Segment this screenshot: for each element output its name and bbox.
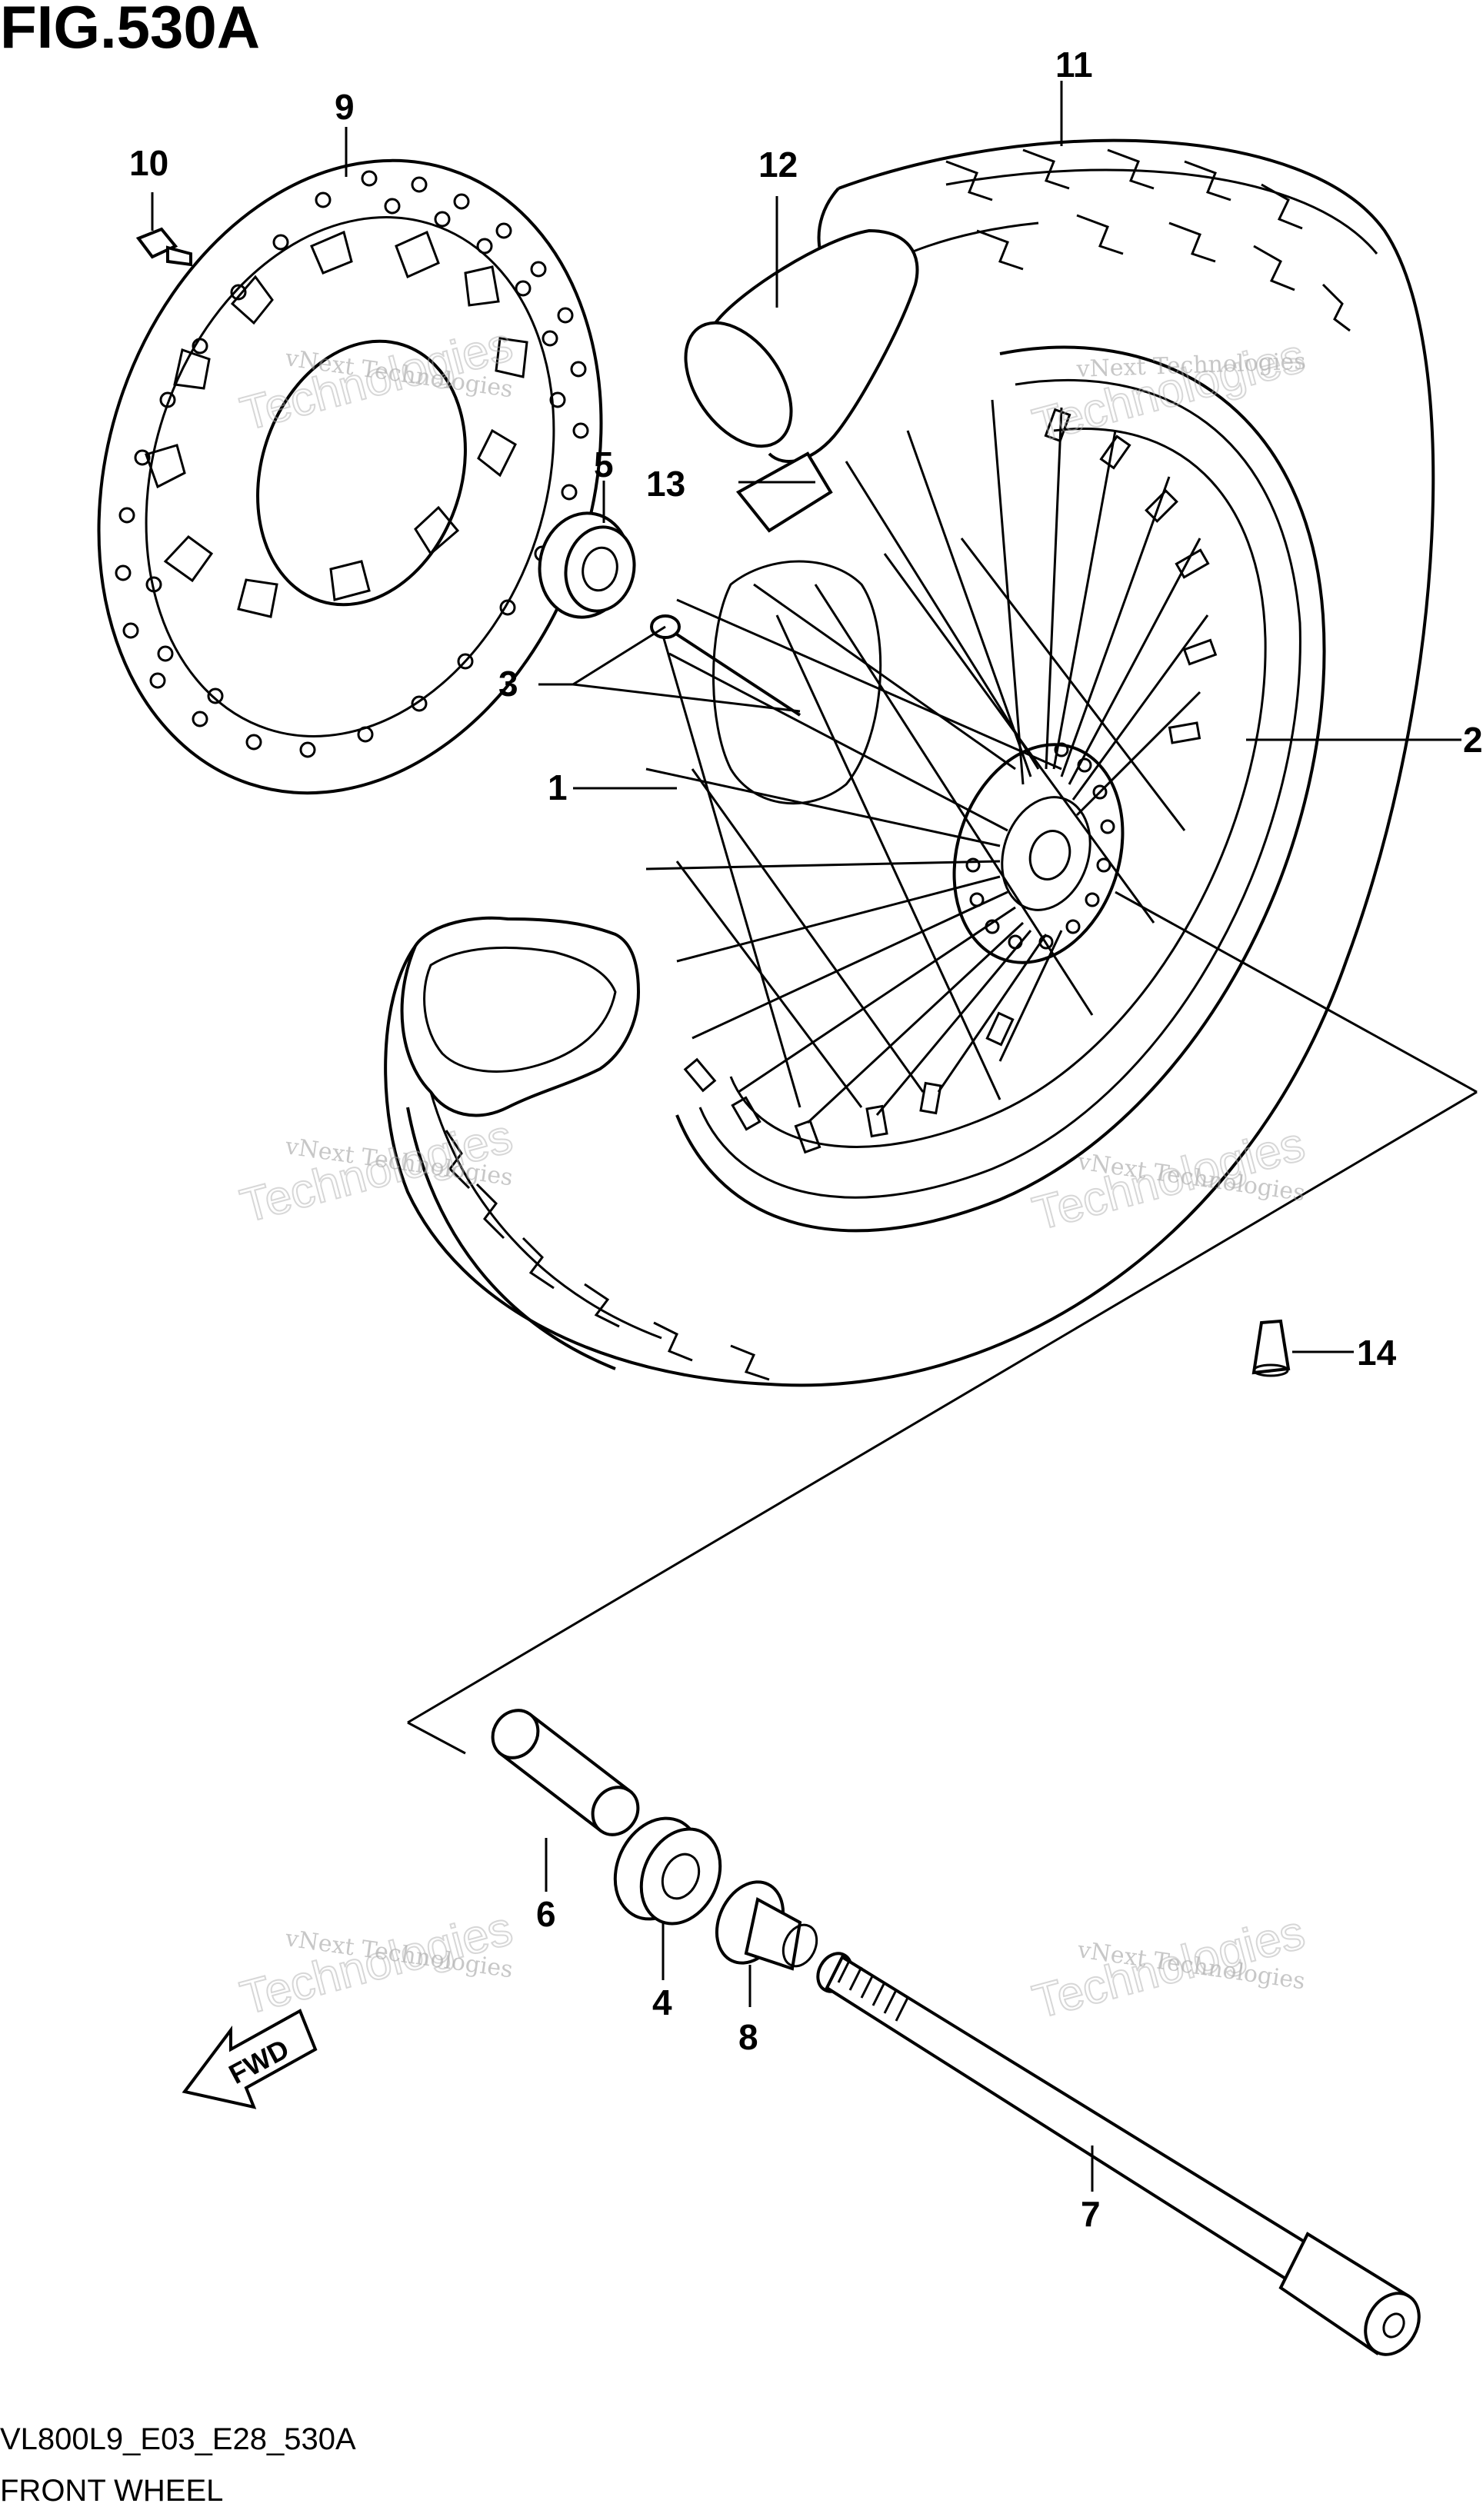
- watermark-big-5: Technologies: [235, 1902, 518, 2025]
- callout-11: 11: [1055, 45, 1093, 85]
- callout-13: 13: [646, 464, 685, 504]
- valve-cap: [1251, 1319, 1291, 1377]
- callout-2: 2: [1463, 720, 1483, 760]
- collar: [715, 1880, 818, 1971]
- figure-name: FRONT WHEEL: [0, 2474, 223, 2508]
- front-axle: [816, 1952, 1421, 2356]
- callout-1: 1: [548, 767, 568, 807]
- inner-tube: [684, 228, 919, 533]
- forward-direction-arrow: FWD: [182, 2009, 318, 2109]
- wheel-hub: [712, 560, 1125, 964]
- callout-labels: 1 2 3 4 5 6 7 8 9 10 11 12 13 14: [129, 45, 1483, 2234]
- watermark-big-1: Technologies: [235, 318, 518, 441]
- callout-3: 3: [498, 664, 518, 704]
- figure-code: VL800L9_E03_E28_530A: [0, 2422, 356, 2456]
- brake-disc: [97, 158, 603, 795]
- valve: [650, 614, 801, 717]
- wheel-bearing-top: [538, 511, 636, 619]
- spokes: [645, 399, 1209, 1124]
- watermarks: vNext Technologies Technologies vNext Te…: [235, 317, 1311, 2029]
- watermark-big-4: Technologies: [1028, 1117, 1310, 1240]
- watermark-big-6: Technologies: [1028, 1906, 1310, 2029]
- tire-section: [400, 916, 770, 1381]
- wheel-bearing-bottom: [613, 1816, 722, 1926]
- callout-4: 4: [652, 1982, 672, 2022]
- callout-10: 10: [129, 143, 168, 183]
- disc-bolt: [135, 227, 192, 267]
- callout-8: 8: [738, 2017, 758, 2057]
- callout-7: 7: [1081, 2194, 1101, 2234]
- axle-explode-line: [407, 890, 1478, 1755]
- callout-9: 9: [335, 87, 355, 127]
- callout-14: 14: [1357, 1333, 1397, 1373]
- spoke-nipples: [683, 408, 1218, 1154]
- callout-6: 6: [536, 1894, 556, 1934]
- callout-5: 5: [594, 444, 614, 484]
- spacer: [491, 1709, 640, 1836]
- figure-title: FIG.530A: [0, 0, 260, 61]
- tire: [384, 138, 1435, 1387]
- leader-lines: [151, 81, 1461, 2192]
- watermark-big-3: Technologies: [235, 1110, 518, 1233]
- callout-12: 12: [758, 145, 798, 185]
